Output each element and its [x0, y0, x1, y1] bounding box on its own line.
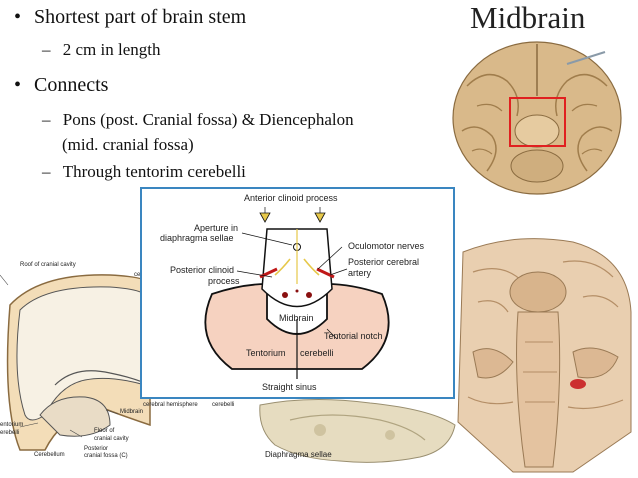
highlight-box — [509, 97, 566, 147]
diaphragma-sellae-label: Diaphragma sellae — [265, 450, 332, 459]
bullet-2-text: Connects — [34, 74, 109, 96]
aperture-label-1: Aperture in — [194, 223, 239, 233]
post-clinoid-label-2: process — [208, 276, 240, 286]
posterior-label-1: Posterior — [84, 446, 109, 452]
oculomotor-label: Oculomotor nerves — [348, 241, 425, 251]
posterior-label-2: cranial fossa (C) — [84, 453, 128, 459]
cerebellum-label: Cerebellum — [34, 452, 65, 458]
bullet-2: • Connects — [14, 74, 109, 96]
floor-label-1: Floor of — [94, 428, 115, 434]
slide-title: Midbrain — [470, 0, 586, 35]
tentorium-label-1: entorium — [0, 422, 24, 428]
bullet-1: • Shortest part of brain stem — [14, 6, 247, 28]
post-cerebral-label-2: artery — [348, 268, 372, 278]
ce-label: ce — [134, 272, 141, 278]
cerebelli-bottom-label: cerebelli — [212, 402, 235, 408]
floor-label-2: cranial cavity — [94, 436, 129, 442]
cerebral-hemisphere-label: cerebral hemisphere — [143, 402, 198, 408]
post-clinoid-label-1: Posterior clinoid — [170, 265, 235, 275]
tentorium-drawing — [204, 207, 390, 379]
tentorium-label-2: erebelli — [0, 430, 20, 436]
bullet-2-sub-1: – Pons (post. Cranial fossa) & Diencepha… — [42, 110, 354, 129]
bullet-2-sub-2: – Through tentorim cerebelli — [42, 162, 246, 181]
brain-inferior-view-image — [452, 41, 622, 195]
aperture-label-2: diaphragma sellae — [160, 233, 234, 243]
anterior-clinoid-label: Anterior clinoid process — [244, 193, 338, 203]
bullet-2-sub-1-cont: (mid. cranial fossa) — [62, 135, 194, 154]
cranial-cavity-figure — [0, 274, 151, 451]
tentorium-label: Tentorium — [246, 348, 286, 358]
roof-label: Roof of cranial cavity — [20, 262, 76, 268]
skull-base-image — [259, 398, 456, 463]
inset-diagram: Anterior clinoid process Aperture in dia… — [140, 187, 455, 399]
left-midbrain-label: Midbrain — [120, 409, 144, 415]
bullet-1-text: Shortest part of brain stem — [34, 6, 247, 28]
bullet-1-sub-1: – 2 cm in length — [42, 40, 161, 59]
cerebelli-label: cerebelli — [300, 348, 334, 358]
post-cerebral-label-1: Posterior cerebral — [348, 257, 420, 267]
inset-midbrain-label: Midbrain — [279, 313, 314, 323]
brainstem-image — [453, 232, 635, 476]
tentorial-notch-label: Tentorial notch — [324, 331, 383, 341]
straight-sinus-label: Straight sinus — [262, 382, 317, 392]
